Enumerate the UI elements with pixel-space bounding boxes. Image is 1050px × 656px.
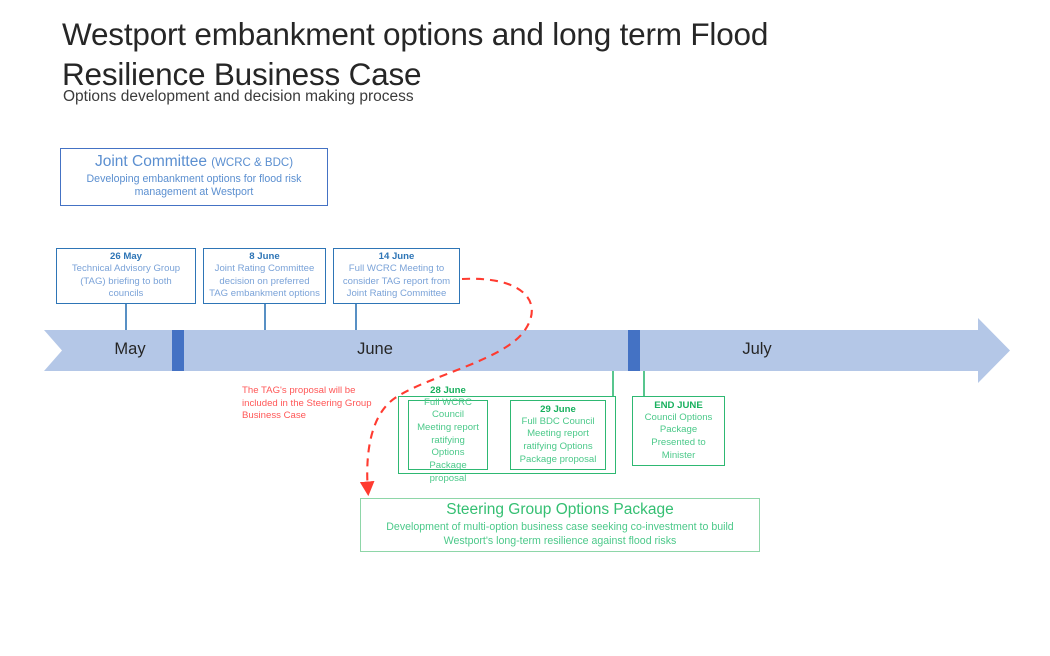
milestone-box-26-may: 26 May Technical Advisory Group (TAG) br…: [56, 248, 196, 304]
steering-group-description: Development of multi-option business cas…: [386, 521, 734, 548]
milestone-date: 26 May: [110, 251, 142, 263]
milestone-date: 14 June: [378, 251, 415, 263]
milestone-date: 8 June: [249, 251, 280, 263]
timeline-divider-june-july: [628, 330, 640, 371]
timeline-band: [44, 318, 1010, 383]
steering-group-box: Steering Group Options Package Developme…: [360, 498, 760, 552]
milestone-description: Full WCRC Meeting to consider TAG report…: [342, 263, 451, 300]
milestone-description: Full BDC Council Meeting report ratifyin…: [519, 415, 597, 465]
steering-group-title: Steering Group Options Package: [446, 501, 674, 519]
milestone-date: END JUNE: [654, 399, 703, 411]
timeline-month-july: July: [742, 340, 772, 358]
joint-committee-title: Joint Committee (WCRC & BDC): [95, 153, 293, 170]
tag-proposal-annotation: The TAG's proposal will be included in t…: [242, 385, 372, 422]
timeline-divider-may-june: [172, 330, 184, 371]
page-subtitle: Options development and decision making …: [63, 88, 414, 105]
joint-committee-title-text: Joint Committee: [94, 152, 207, 170]
milestone-description: Joint Rating Committee decision on prefe…: [209, 263, 320, 300]
milestone-description: Full WCRC Council Meeting report ratifyi…: [417, 396, 479, 484]
page-title: Westport embankment options and long ter…: [62, 16, 769, 93]
milestone-date: 29 June: [540, 403, 576, 415]
milestone-box-end-june: END JUNE Council Options Package Present…: [632, 396, 725, 466]
milestone-box-29-june: 29 June Full BDC Council Meeting report …: [510, 400, 606, 470]
timeline-month-may: May: [114, 340, 146, 358]
joint-committee-title-suffix: (WCRC & BDC): [211, 156, 294, 169]
milestone-box-28-june: 28 June Full WCRC Council Meeting report…: [408, 385, 488, 484]
milestone-date: 28 June: [430, 384, 466, 396]
joint-committee-box: Joint Committee (WCRC & BDC) Developing …: [60, 148, 328, 206]
timeline-month-june: June: [357, 340, 393, 358]
milestone-description: Technical Advisory Group (TAG) briefing …: [71, 263, 181, 300]
milestone-box-14-june: 14 June Full WCRC Meeting to consider TA…: [333, 248, 460, 304]
tag-proposal-flow-arrow: [359, 277, 533, 497]
milestone-description: Council Options Package Presented to Min…: [644, 411, 713, 461]
joint-committee-description: Developing embankment options for flood …: [86, 172, 302, 199]
milestone-box-8-june: 8 June Joint Rating Committee decision o…: [203, 248, 326, 304]
